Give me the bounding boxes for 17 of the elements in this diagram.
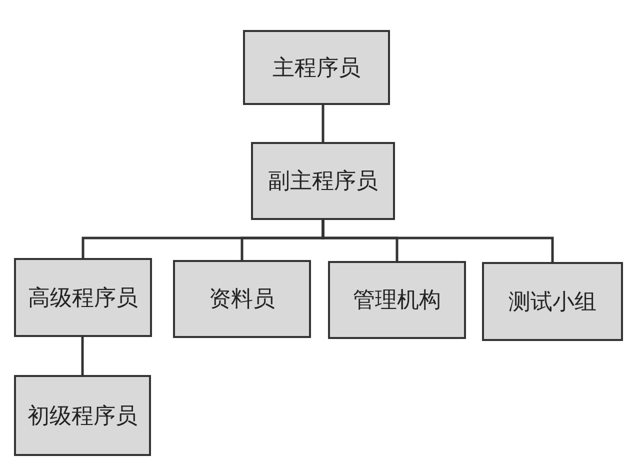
box-label: 副主程序员 [268, 168, 378, 196]
box-label: 主程序员 [272, 54, 360, 82]
org-box [173, 260, 311, 338]
box-label: 高级程序员 [28, 284, 138, 312]
box-label: 管理机构 [353, 287, 441, 315]
org-box [482, 262, 623, 341]
org-box [14, 375, 151, 456]
connector-line [322, 105, 324, 142]
box-label: 测试小组 [508, 288, 596, 316]
org-box [251, 142, 395, 220]
box-label: 资料员 [209, 286, 275, 314]
box-label: 初级程序员 [28, 402, 138, 430]
org-box [328, 261, 466, 339]
org-box [243, 30, 390, 105]
org-box [14, 258, 152, 337]
connector-line [322, 220, 554, 262]
connector-line [81, 337, 84, 375]
